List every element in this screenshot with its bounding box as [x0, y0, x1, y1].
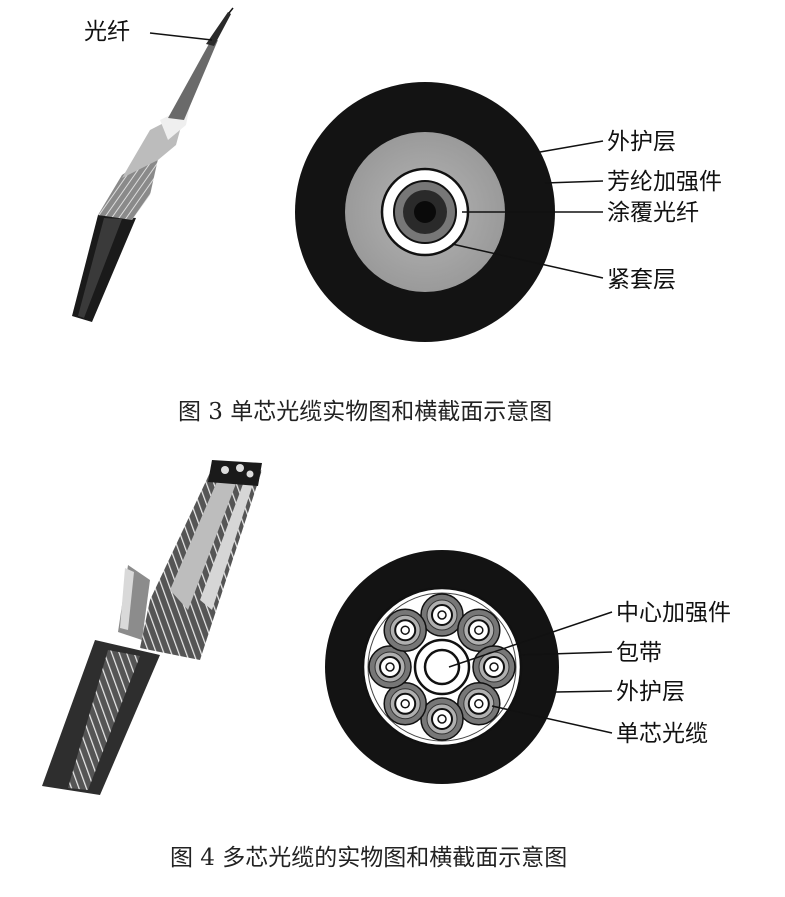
single-core-units: [368, 593, 516, 741]
fig3-leaders: [451, 140, 604, 279]
fig4-label-central-strength: 中心加强件: [616, 600, 731, 626]
figure3: 光纤 外护层 芳纶加强件 涂覆光纤 紧套层 图 3 单芯光缆实物图和横截面示意图: [72, 7, 722, 425]
multi-core-cross-section: [325, 550, 559, 784]
single-core-unit: [383, 608, 427, 652]
single-core-unit: [368, 645, 412, 689]
cable-aramid-section: [98, 150, 160, 220]
fiber-photo-label: 光纤: [84, 19, 130, 45]
single-core-unit: [472, 645, 516, 689]
fig3-label-tight-buffer: 紧套层: [607, 267, 676, 293]
fiber-photo-leader: [149, 32, 213, 41]
fig4-label-outer-sheath: 外护层: [616, 679, 685, 705]
fig4-label-single-core: 单芯光缆: [616, 721, 708, 747]
cable-fiber-section: [168, 40, 218, 120]
single-core-unit: [383, 682, 427, 726]
single-core-unit: [420, 593, 464, 637]
single-core-cable-photo: [72, 7, 234, 322]
fig3-label-aramid: 芳纶加强件: [607, 169, 722, 195]
multi-core-cable-photo: [42, 460, 262, 795]
single-core-unit: [457, 608, 501, 652]
coated-fiber-core: [414, 201, 436, 223]
figure4: 中心加强件 包带 外护层 单芯光缆 图 4 多芯光缆的实物图和横截面示意图: [42, 460, 731, 871]
single-core-unit: [420, 697, 464, 741]
single-core-unit: [457, 682, 501, 726]
figure4-caption: 图 4 多芯光缆的实物图和横截面示意图: [170, 845, 567, 871]
single-core-cross-section: [295, 82, 555, 342]
figure3-caption: 图 3 单芯光缆实物图和横截面示意图: [178, 399, 552, 425]
fig3-label-coated-fiber: 涂覆光纤: [607, 200, 699, 226]
fig4-leaders: [448, 611, 613, 734]
fig3-label-outer-sheath: 外护层: [607, 129, 676, 155]
fig4-label-wrapping-tape: 包带: [616, 640, 662, 666]
